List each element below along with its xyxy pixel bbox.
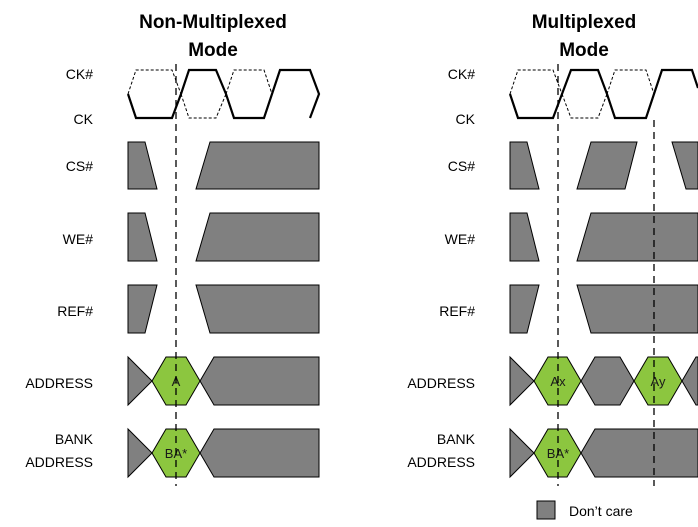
right-panel-title-line1: Multiplexed — [532, 12, 637, 33]
address-dont-care-mid — [580, 356, 635, 406]
ck-waveform — [508, 68, 698, 120]
cs-n-dont-care-post — [671, 141, 698, 190]
label-bank-line2: ADDRESS — [407, 454, 475, 470]
address-dont-care-pre — [127, 355, 153, 407]
label-ref-n: REF# — [57, 303, 93, 319]
bank-dont-care-post — [199, 428, 320, 478]
ck-n-waveform — [127, 69, 273, 119]
label-bank-line1: BANK — [55, 431, 94, 447]
label-ck-n: CK# — [66, 66, 93, 82]
left-panel-title-line1: Non-Multiplexed — [139, 12, 287, 33]
cs-n-dont-care-mid — [576, 141, 638, 190]
we-n-dont-care-post — [195, 212, 320, 262]
label-address: ADDRESS — [407, 375, 475, 391]
label-address: ADDRESS — [25, 375, 93, 391]
bank-dont-care-pre — [127, 427, 153, 479]
we-n-dont-care-pre — [127, 212, 158, 262]
left-panel-title-line2: Mode — [188, 40, 238, 61]
we-n-dont-care-pre — [509, 212, 540, 262]
right-panel: Multiplexed Mode CK# CK CS# WE# REF# ADD… — [407, 12, 698, 520]
label-ck: CK — [74, 111, 94, 127]
label-we-n: WE# — [445, 231, 476, 247]
cs-n-dont-care-pre — [509, 141, 540, 190]
ref-n-dont-care-pre — [509, 284, 540, 334]
address-value-ay: Ay — [651, 374, 666, 389]
left-panel: Non-Multiplexed Mode CK# CK CS# WE# REF#… — [25, 12, 321, 486]
label-bank-line2: ADDRESS — [25, 454, 93, 470]
cs-n-dont-care-pre — [127, 141, 158, 190]
ref-n-dont-care-post — [195, 284, 320, 334]
label-ref-n: REF# — [439, 303, 475, 319]
address-dont-care-post — [681, 356, 698, 406]
address-dont-care-post — [199, 356, 320, 406]
ck-n-waveform — [509, 69, 655, 119]
ck-waveform — [126, 68, 321, 120]
label-we-n: WE# — [63, 231, 94, 247]
right-panel-title-line2: Mode — [559, 40, 609, 61]
we-n-dont-care-post — [576, 212, 698, 262]
bank-dont-care-post — [580, 428, 698, 478]
ref-n-dont-care-pre — [127, 284, 158, 334]
legend: Don’t care — [536, 500, 633, 520]
label-bank-line1: BANK — [437, 431, 476, 447]
legend-swatch-dont-care — [536, 500, 556, 520]
label-cs-n: CS# — [66, 158, 93, 174]
label-cs-n: CS# — [448, 158, 475, 174]
legend-label-dont-care: Don’t care — [569, 503, 633, 519]
cs-n-dont-care-post — [195, 141, 320, 190]
address-dont-care-pre — [509, 355, 535, 407]
label-ck: CK — [456, 111, 476, 127]
bank-dont-care-pre — [509, 427, 535, 479]
label-ck-n: CK# — [448, 66, 475, 82]
ref-n-dont-care-post — [576, 284, 698, 334]
